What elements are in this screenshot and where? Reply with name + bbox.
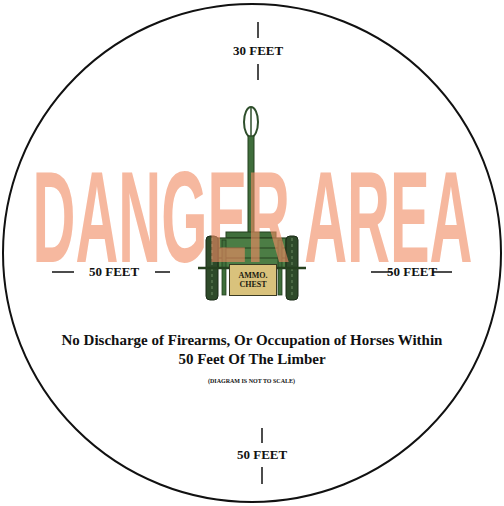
danger-circle <box>3 4 501 502</box>
scale-note: (DIAGRAM IS NOT TO SCALE) <box>208 378 295 384</box>
chest-label: AMMO. CHEST <box>236 271 270 289</box>
dimension-label: 50 FEET <box>237 447 287 463</box>
dimension-label: 30 FEET <box>233 43 283 59</box>
warning-note: No Discharge of Firearms, Or Occupation … <box>56 331 448 369</box>
ammo-chest: AMMO. CHEST <box>229 264 277 296</box>
watermark: DANGER AREA <box>32 152 472 282</box>
